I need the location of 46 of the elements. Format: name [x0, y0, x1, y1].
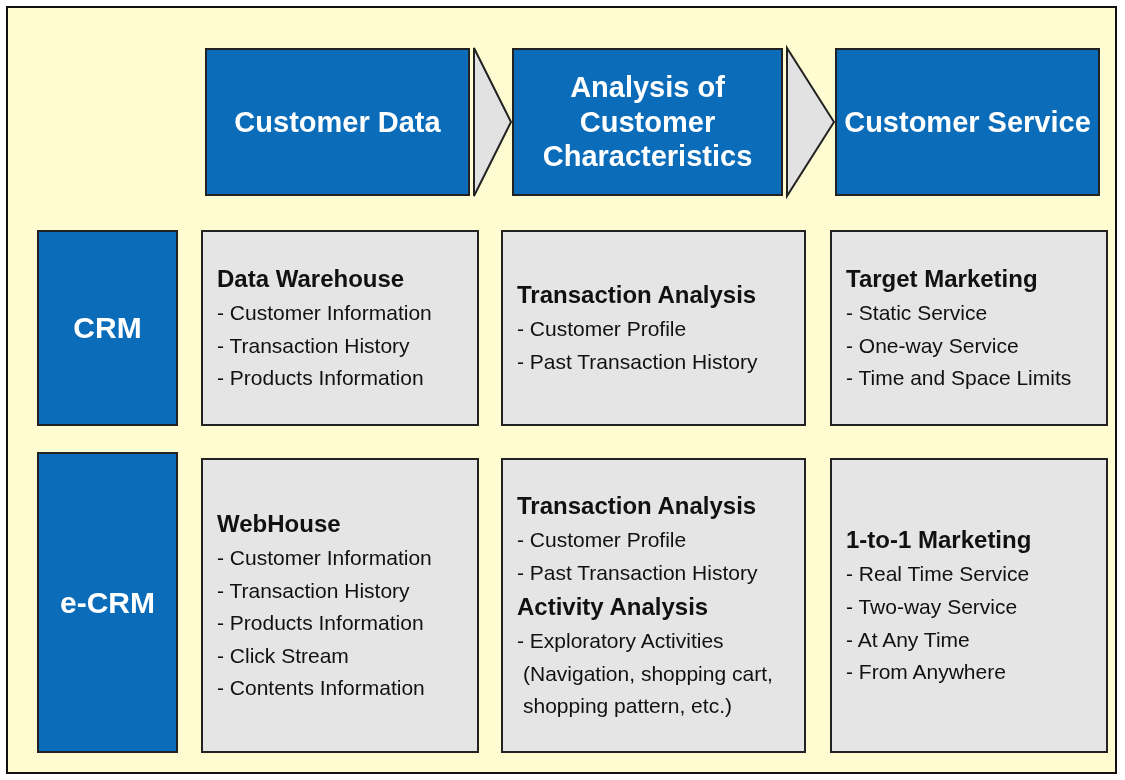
row-label-box [37, 230, 178, 426]
list-item: (Navigation, shopping cart, shopping pattern, etc.) [522, 660, 774, 720]
row-title: e-CRM [60, 585, 155, 620]
section-heading: 1-to-1 Marketing [846, 526, 1033, 555]
row-title: CRM [73, 311, 142, 345]
list-item: - Products Information [217, 610, 425, 637]
list-item: - Exploratory Activities [517, 628, 725, 655]
list-item: - Real Time Service [846, 561, 1031, 588]
section-heading: Transaction Analysis [517, 492, 758, 521]
list-item: - Customer Profile [517, 316, 688, 343]
content-box [830, 458, 1108, 753]
stage-header-box [835, 48, 1100, 196]
stage-title: Analysis of Customer Characteristics [541, 69, 754, 175]
list-item: - At Any Time [846, 626, 971, 653]
list-item: - Customer Information [217, 545, 433, 572]
list-item: - Contents Information [217, 675, 426, 702]
section-heading: Target Marketing [846, 265, 1039, 294]
content-box [201, 458, 479, 753]
stage-title: Customer Data [234, 104, 441, 140]
content-box [830, 230, 1108, 426]
stage-header-box [205, 48, 470, 196]
content-box [201, 230, 479, 426]
list-item: - Transaction History [217, 332, 411, 359]
list-item: - Past Transaction History [517, 559, 759, 586]
list-item: - Click Stream [217, 642, 350, 669]
section-heading: Transaction Analysis [517, 281, 758, 310]
list-item: - Products Information [217, 365, 425, 392]
section-heading: Activity Analysis [517, 593, 710, 622]
content-box [501, 458, 806, 753]
section-heading: WebHouse [217, 510, 342, 539]
list-item: - Time and Space Limits [846, 365, 1073, 392]
list-item: - From Anywhere [846, 659, 1007, 686]
list-item: - Customer Information [217, 300, 433, 327]
list-item: - One-way Service [846, 332, 1020, 359]
list-item: - Static Service [846, 300, 989, 327]
chevron-arrow [473, 47, 513, 197]
chevron-arrow [786, 44, 836, 200]
list-item: - Two-way Service [846, 593, 1019, 620]
row-label-box [37, 452, 178, 753]
content-box [501, 230, 806, 426]
stage-header-box [512, 48, 783, 196]
stage-title: Customer Service [844, 104, 1091, 140]
section-heading: Data Warehouse [217, 265, 406, 294]
list-item: - Transaction History [217, 577, 411, 604]
list-item: - Customer Profile [517, 527, 688, 554]
list-item: - Past Transaction History [517, 349, 759, 375]
